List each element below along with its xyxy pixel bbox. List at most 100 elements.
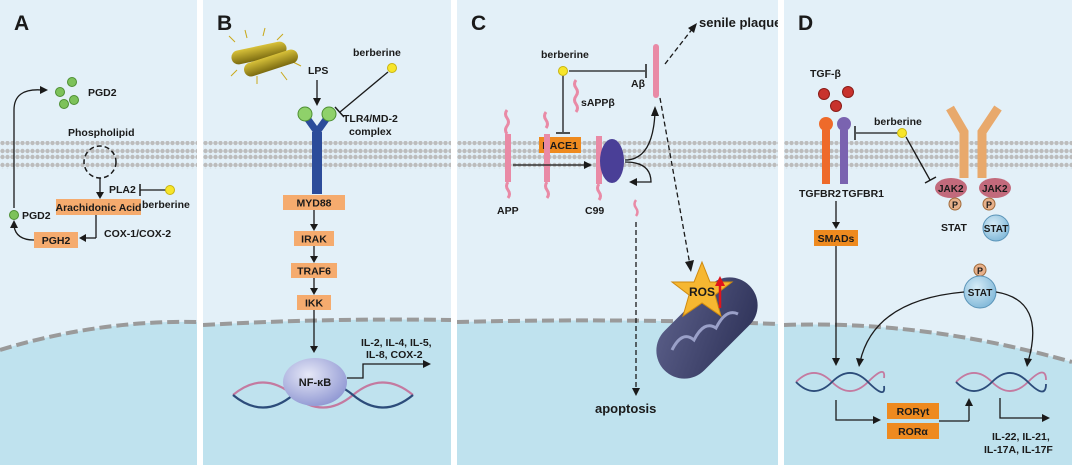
interleukins-line2: IL-17A, IL-17F (984, 444, 1053, 456)
nuclear-envelope (203, 317, 451, 327)
p3-label: P (977, 266, 983, 276)
arrow-dna-to-ror (835, 400, 876, 421)
phospholipid-label: Phospholipid (68, 127, 135, 139)
pgd2-top-label: PGD2 (88, 87, 117, 99)
panel-a: A PGD2 Phospholipid PLA2 berberine Arach… (0, 0, 197, 465)
app-cleaved (543, 111, 550, 199)
cytokines-line2: IL-8, COX-2 (366, 349, 423, 361)
pgd2-side-label: PGD2 (22, 210, 51, 222)
arrow-to-interleukins (999, 398, 1046, 419)
berberine-label: berberine (874, 116, 922, 128)
tgfb-ligand-icon (818, 86, 854, 112)
cell-membrane (0, 141, 197, 169)
pgd2-molecules-icon (55, 77, 79, 109)
arrow-pgh2-to-pgd2 (13, 225, 35, 241)
ikk-label: IKK (305, 298, 324, 310)
app-label: APP (497, 205, 519, 217)
cytokines-line1: IL-2, IL-4, IL-5, (361, 337, 432, 349)
berberine-label: berberine (353, 47, 401, 59)
irak-label: IRAK (301, 234, 327, 246)
panel-letter: B (217, 12, 232, 35)
bace1-label: BACE1 (542, 140, 578, 152)
c99-fragment (596, 136, 602, 201)
tlr4-label-line2: complex (349, 126, 392, 138)
jak2-right (979, 178, 1011, 198)
abeta-label: Aβ (631, 78, 646, 90)
nfkb-complex (283, 358, 347, 406)
smads-label: SMADs (818, 233, 855, 245)
arrow-to-abeta (624, 111, 656, 161)
inhibit-jak2 (905, 136, 931, 181)
pgd2-side-icon (9, 210, 19, 220)
ikk-box (297, 295, 331, 310)
cytokine-receptor (946, 105, 1002, 178)
arrow-transcription (347, 363, 427, 379)
stat3-label: STAT (968, 288, 993, 299)
jak2-left-label: JAK2 (938, 184, 964, 195)
rora-label: RORα (898, 426, 928, 438)
mitochondrion-icon (656, 277, 758, 379)
tgfbr1-receptor (837, 117, 851, 184)
lps-label: LPS (308, 65, 328, 77)
app-protein (504, 109, 511, 199)
berberine-icon (165, 185, 175, 195)
tgfbr2-receptor (819, 117, 833, 184)
berberine-icon (387, 63, 397, 73)
cox-label: COX-1/COX-2 (104, 228, 171, 240)
pgh2-label: PGH2 (42, 235, 71, 247)
p1-label: P (952, 200, 958, 210)
myd88-label: MYD88 (296, 198, 331, 210)
jak2-left (935, 178, 967, 198)
jak2-right-label: JAK2 (982, 184, 1008, 195)
panel-letter: D (798, 12, 813, 35)
inhibit-tlr4 (339, 71, 389, 113)
ros-label: ROS (689, 285, 715, 299)
cell-membrane (784, 141, 1072, 169)
panel-letter: C (471, 12, 486, 35)
tlr4-label-line1: TLR4/MD-2 (343, 113, 398, 125)
aicd-fragment (633, 199, 639, 217)
arrow-stat-to-dna1 (859, 291, 965, 363)
nfkb-label: NF-κB (299, 377, 331, 389)
dna-helix-icon (955, 371, 1047, 393)
nuclear-envelope (0, 319, 197, 352)
ros-star-icon (670, 260, 734, 318)
arrow-abeta-to-ros (659, 97, 691, 266)
phospho-icon (982, 197, 996, 211)
panel-b: B LPS berberine TLR4/MD-2 complex MYD88 … (203, 0, 451, 465)
pla2-label: PLA2 (109, 184, 136, 196)
traf6-box (291, 263, 337, 278)
smads-box (814, 230, 858, 246)
arrow-pgd2-release (13, 89, 43, 208)
dna-helix-icon (795, 371, 886, 393)
sappb-fragment (573, 79, 579, 113)
berberine-icon (558, 66, 568, 76)
roryt-label: RORγt (897, 406, 930, 418)
arrow-stat-to-dna2 (995, 291, 1034, 363)
nuclear-envelope (784, 322, 1072, 364)
nucleus (0, 321, 197, 465)
cell-membrane (203, 141, 451, 169)
stat1-label: STAT (941, 222, 967, 234)
c99-label: C99 (585, 205, 604, 217)
berberine-icon (897, 128, 907, 138)
pgh2-box (34, 232, 78, 248)
senile-plaque-label: senile plaque (699, 15, 778, 30)
abeta-peptide (653, 44, 659, 98)
phospho-icon (948, 197, 962, 211)
tgfbr2-label: TGFBR2 (799, 188, 841, 200)
arachidonic-acid-box (56, 199, 141, 215)
traf6-label: TRAF6 (297, 266, 331, 278)
apoptosis-label: apoptosis (595, 401, 656, 416)
berberine-label: berberine (142, 199, 190, 211)
sappb-label: sAPPβ (581, 97, 615, 109)
myd88-box (283, 195, 345, 210)
tgfb-label: TGF-β (810, 68, 841, 80)
rora-box (887, 423, 939, 439)
panel-d: D TGF-β TGFBR2 TGFBR1 berberine JAK2 JAK… (784, 0, 1072, 465)
panel-letter: A (14, 12, 29, 35)
stat2-label: STAT (984, 224, 1009, 235)
stat-protein (982, 214, 1010, 242)
panel-c: C senile plaque Aβ berberine sAPPβ BACE1… (457, 0, 778, 465)
nucleus (784, 324, 1072, 465)
